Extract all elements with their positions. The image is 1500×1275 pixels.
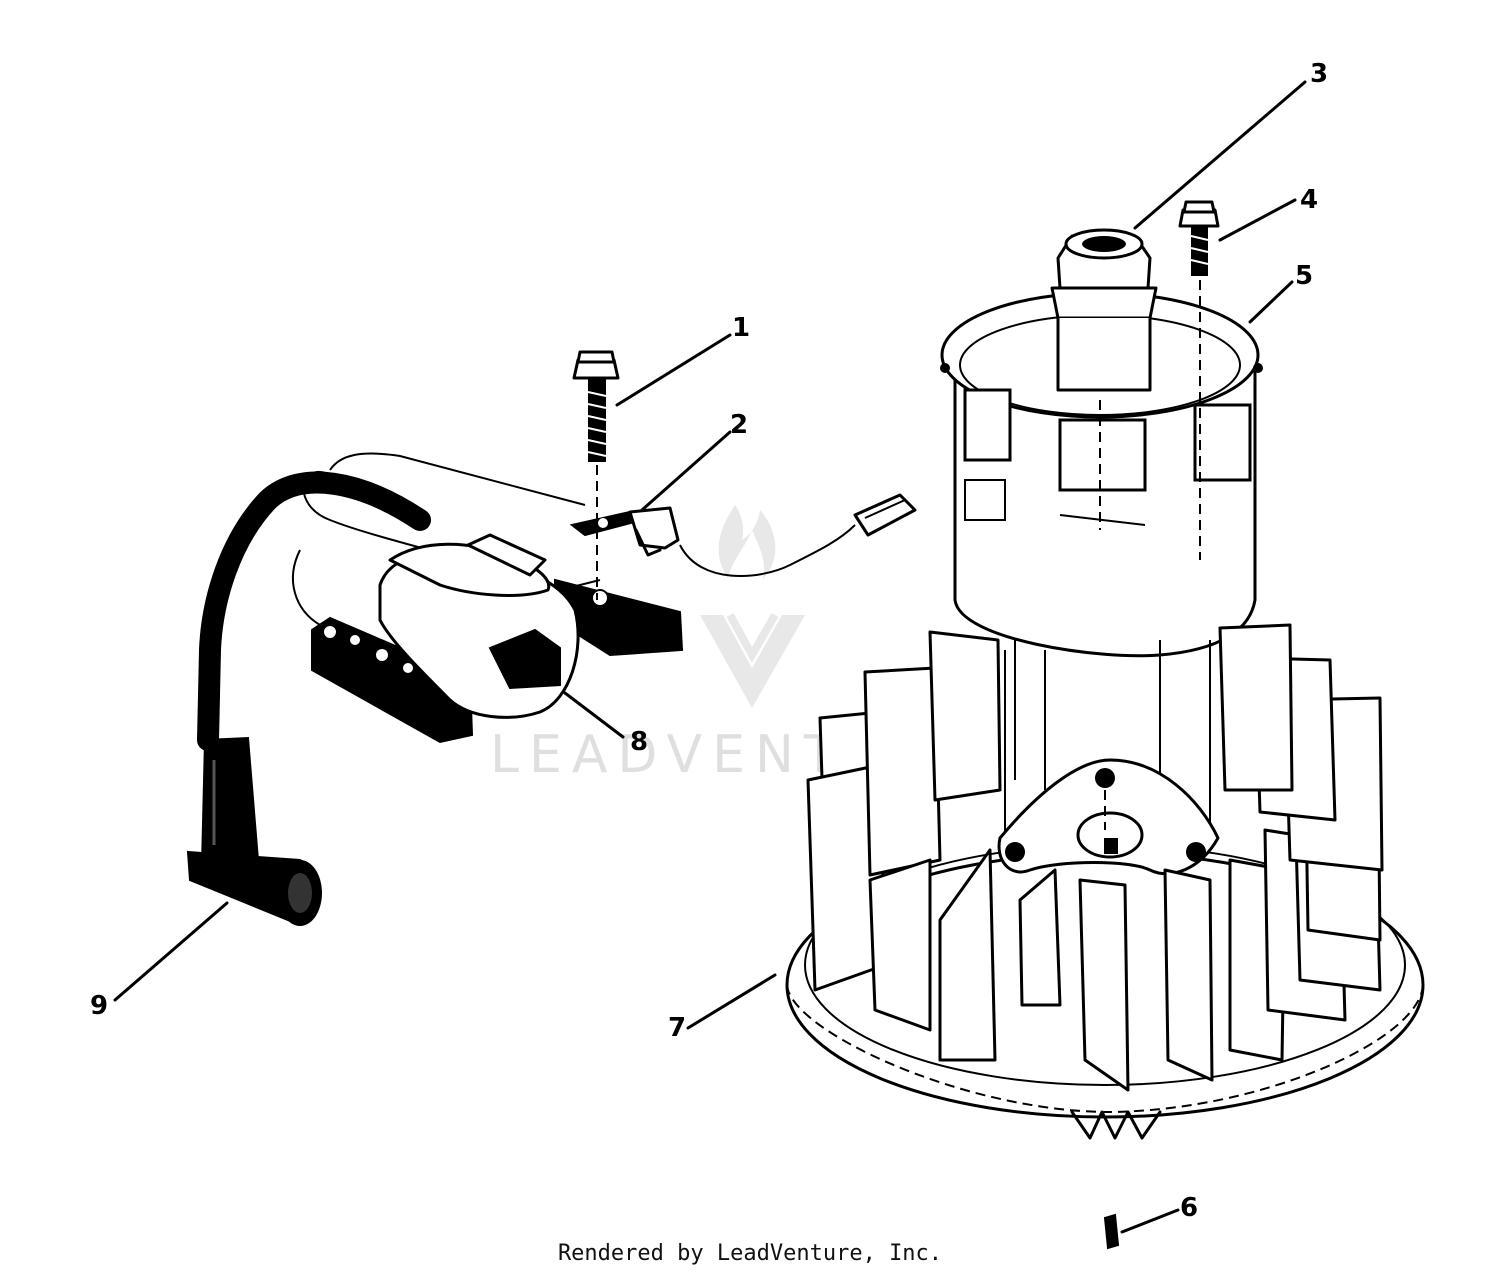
callout-7: 7: [668, 1013, 686, 1043]
leader-lines: [113, 80, 1307, 1234]
flywheel-fins: [806, 623, 1384, 1092]
callout-2: 2: [730, 410, 748, 440]
part-7-flywheel[interactable]: [785, 623, 1425, 1140]
part-1-screw[interactable]: [572, 350, 620, 600]
callout-3: 3: [1310, 59, 1328, 89]
footer-credit: Rendered by LeadVenture, Inc.: [558, 1241, 942, 1266]
callout-8: 8: [630, 727, 648, 757]
part-2-ground-clip[interactable]: [569, 493, 917, 578]
part-8-ignition-module[interactable]: [291, 452, 684, 744]
callout-9: 9: [90, 991, 108, 1021]
callout-5: 5: [1295, 261, 1313, 291]
leadventure-logo-icon: [700, 505, 805, 708]
part-6-flywheel-key[interactable]: [1103, 1213, 1120, 1250]
part-9-spark-plug-boot[interactable]: [186, 471, 431, 927]
callout-6: 6: [1180, 1193, 1198, 1223]
part-3-flywheel-nut[interactable]: [1050, 228, 1158, 392]
callouts: 1 2 3 4 5 6 7 8 9: [90, 59, 1328, 1223]
callout-1: 1: [732, 313, 750, 343]
callout-4: 4: [1300, 185, 1318, 215]
part-4-screw[interactable]: [1178, 200, 1220, 276]
